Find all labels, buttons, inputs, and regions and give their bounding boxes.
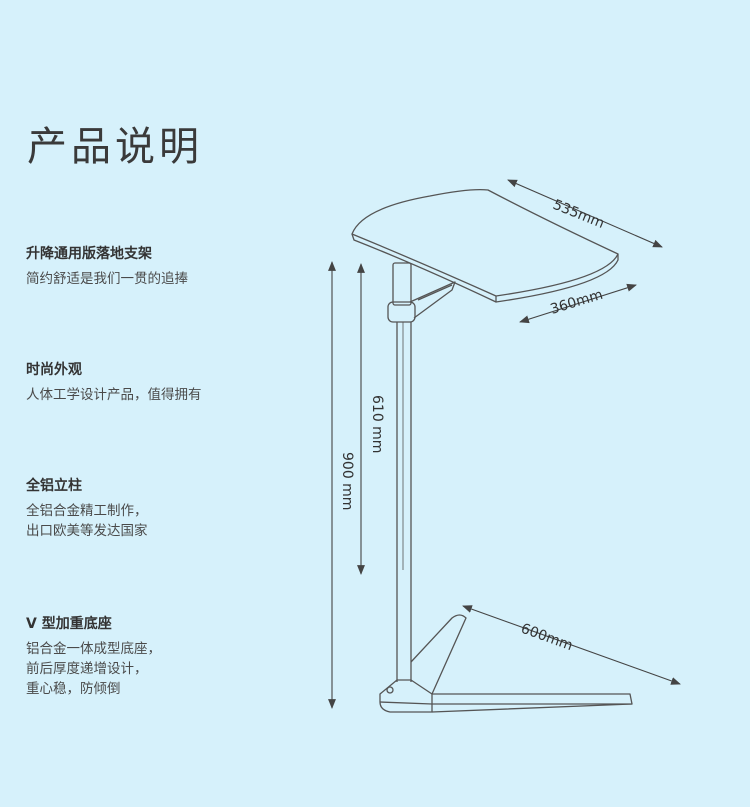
tabletop-edge: [351, 233, 497, 303]
dim-base-label: 600mm: [519, 621, 575, 655]
dim-top-width-label: 535mm: [551, 197, 607, 232]
feature-appearance: 时尚外观 人体工学设计产品，值得拥有: [26, 359, 286, 405]
feature-text: 重心稳，防倾倒: [26, 681, 121, 697]
feature-text: 出口欧美等发达国家: [26, 523, 148, 539]
feature-lift-stand: 升降通用版落地支架 简约舒适是我们一贯的追捧: [26, 243, 286, 289]
page-title: 产品说明: [27, 124, 203, 170]
dim-top-width-line: [507, 179, 663, 248]
feature-heading: 全铝立柱: [26, 478, 82, 494]
feature-text: 铝合金一体成型底座，: [26, 641, 161, 657]
feature-heading: V 型加重底座: [26, 616, 112, 632]
feature-heading: 升降通用版落地支架: [26, 246, 152, 262]
base-knob: [386, 686, 394, 694]
support-arm: [409, 281, 456, 319]
feature-text: 前后厚度递增设计，: [26, 661, 148, 677]
column-collar: [387, 301, 416, 323]
feature-text: 简约舒适是我们一贯的追捧: [26, 271, 188, 287]
dim-column-label: 610 mm: [369, 395, 385, 453]
dim-top-depth-line: [519, 283, 637, 324]
feature-v-base: V 型加重底座 铝合金一体成型底座， 前后厚度递增设计， 重心稳，防倾倒: [26, 613, 286, 699]
base-front-leg: [410, 614, 633, 713]
dim-base-line: [462, 605, 681, 685]
feature-text: 人体工学设计产品，值得拥有: [26, 387, 202, 403]
feature-text: 全铝合金精工制作，: [26, 503, 148, 519]
feature-aluminum-column: 全铝立柱 全铝合金精工制作， 出口欧美等发达国家: [26, 475, 286, 541]
base-hub: [379, 679, 433, 713]
feature-heading: 时尚外观: [26, 362, 82, 378]
dim-top-depth-label: 360mm: [548, 287, 604, 318]
column-top: [392, 262, 412, 306]
dim-total-label: 900 mm: [339, 452, 355, 510]
